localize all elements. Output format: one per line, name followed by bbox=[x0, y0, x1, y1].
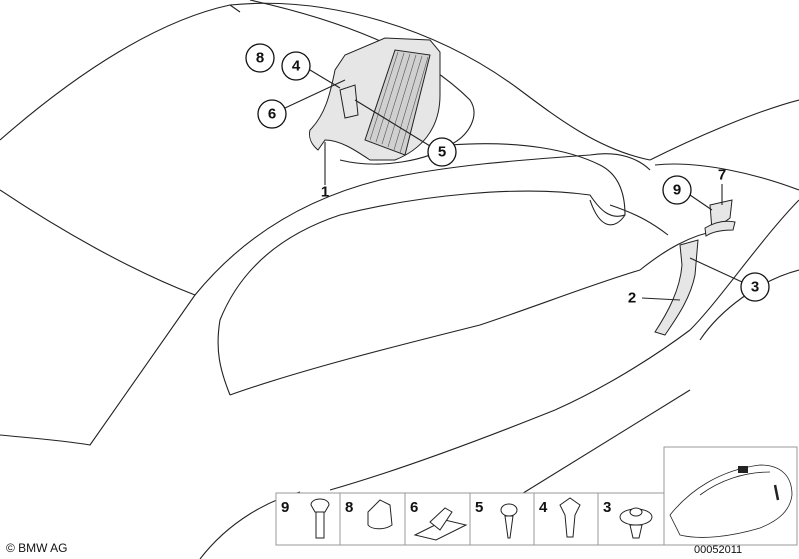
strip-label-4: 4 bbox=[539, 499, 548, 516]
svg-text:9: 9 bbox=[673, 182, 681, 199]
pillar-trim-part-1 bbox=[309, 37, 441, 185]
svg-text:3: 3 bbox=[751, 279, 759, 296]
pillar-trim-part-2 bbox=[654, 199, 736, 336]
svg-text:6: 6 bbox=[268, 106, 276, 123]
clip-cap-icon bbox=[367, 499, 393, 530]
strip-label-6: 6 bbox=[410, 499, 418, 516]
strip-label-9: 9 bbox=[281, 499, 289, 516]
screw-icon bbox=[500, 503, 518, 539]
expanding-rivet-icon bbox=[619, 507, 653, 539]
svg-text:1: 1 bbox=[321, 184, 329, 201]
svg-text:7: 7 bbox=[718, 167, 726, 184]
callout-8: 8 bbox=[245, 43, 275, 73]
callout-5: 5 bbox=[427, 137, 457, 167]
copyright: © BMW AG bbox=[6, 541, 68, 555]
callout-6: 6 bbox=[257, 99, 287, 129]
svg-text:5: 5 bbox=[438, 144, 446, 161]
strip-label-3: 3 bbox=[603, 499, 611, 516]
diagram-number: 00052011 bbox=[694, 544, 743, 556]
callout-4: 4 bbox=[281, 51, 311, 81]
svg-text:8: 8 bbox=[256, 50, 264, 67]
car-thumbnail bbox=[663, 446, 798, 546]
bolt-icon bbox=[310, 498, 330, 539]
callout-9: 9 bbox=[662, 175, 692, 205]
callout-3: 3 bbox=[740, 272, 770, 302]
callout-7: 7 bbox=[718, 167, 726, 184]
svg-text:4: 4 bbox=[292, 58, 301, 75]
strip-label-5: 5 bbox=[475, 499, 483, 516]
nut-clip-icon bbox=[559, 497, 581, 538]
leader-lines bbox=[284, 69, 743, 301]
clip-plate-icon bbox=[413, 507, 468, 541]
callout-2: 2 bbox=[628, 290, 636, 307]
strip-label-8: 8 bbox=[345, 499, 353, 516]
parts-strip: 9 8 6 5 4 3 bbox=[275, 492, 665, 546]
svg-text:2: 2 bbox=[628, 290, 636, 307]
callout-1: 1 bbox=[321, 184, 329, 201]
